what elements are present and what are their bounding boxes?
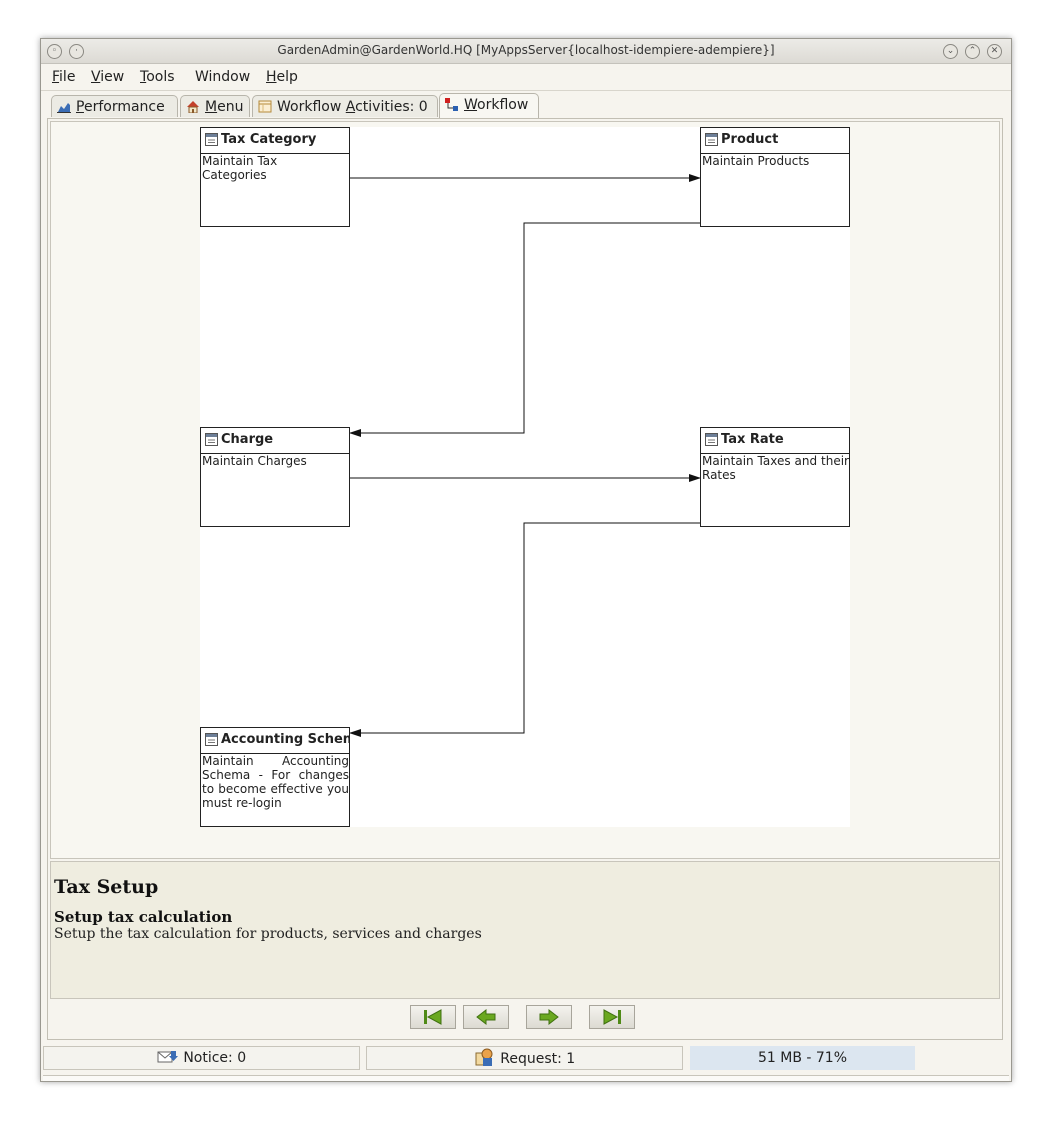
menu-tools[interactable]: Tools: [140, 69, 175, 85]
window-node-icon: [205, 733, 218, 746]
request-status[interactable]: Request: 1: [366, 1046, 683, 1070]
workflow-node-accounting-schema[interactable]: Accounting Schem Maintain Accounting Sch…: [200, 727, 350, 827]
menu-help[interactable]: Help: [266, 69, 298, 85]
workflow-node-tax-rate[interactable]: Tax Rate Maintain Taxes and their Rates: [700, 427, 850, 527]
window-node-icon: [205, 133, 218, 146]
node-description: Maintain Taxes and their Rates: [702, 454, 849, 482]
connector-product-to-charge: [349, 222, 700, 437]
first-icon: [424, 1009, 442, 1025]
maximize-icon[interactable]: ⌃: [965, 44, 980, 59]
workflow-subtitle: Setup tax calculation: [54, 908, 233, 926]
previous-button[interactable]: [463, 1005, 509, 1029]
node-description: Maintain Products: [702, 154, 810, 168]
home-icon: [187, 101, 199, 113]
last-button[interactable]: [589, 1005, 635, 1029]
bottom-strip: [43, 1075, 1009, 1081]
tab-workflow-activities[interactable]: Workflow Activities: 0: [252, 95, 438, 117]
menu-view[interactable]: View: [91, 69, 125, 85]
node-title: Accounting Schem: [221, 732, 349, 747]
next-button[interactable]: [526, 1005, 572, 1029]
previous-icon: [476, 1008, 496, 1026]
node-title: Product: [721, 132, 779, 147]
workflow-canvas: Tax Category Maintain Tax Categories Pro…: [200, 127, 850, 827]
first-button[interactable]: [410, 1005, 456, 1029]
workflow-diagram-area: Tax Category Maintain Tax Categories Pro…: [50, 121, 1000, 859]
sticky-icon[interactable]: ·: [69, 44, 84, 59]
window-node-icon: [705, 133, 718, 146]
node-description: Maintain Tax Categories: [202, 154, 278, 182]
node-title: Tax Category: [221, 132, 317, 147]
notice-status[interactable]: Notice: 0: [43, 1046, 360, 1070]
workflow-icon: [445, 98, 458, 111]
status-bar: Notice: 0 Request: 1 51 MB - 71%: [41, 1043, 1011, 1071]
node-title: Tax Rate: [721, 432, 784, 447]
app-window: ◦ · GardenAdmin@GardenWorld.HQ [MyAppsSe…: [40, 38, 1012, 1082]
workflow-node-tax-category[interactable]: Tax Category Maintain Tax Categories: [200, 127, 350, 227]
mail-icon: [157, 1051, 178, 1063]
workflow-node-charge[interactable]: Charge Maintain Charges: [200, 427, 350, 527]
window-node-icon: [205, 433, 218, 446]
window-menu-icon[interactable]: ◦: [47, 44, 62, 59]
tab-menu[interactable]: Menu: [180, 95, 250, 117]
connector-tax-rate-to-accounting-schema: [349, 522, 700, 737]
menu-window[interactable]: Window: [195, 69, 251, 85]
close-icon[interactable]: ✕: [987, 44, 1002, 59]
next-icon: [539, 1008, 559, 1026]
node-description: Maintain Accounting Schema - For changes…: [202, 754, 349, 810]
tab-workflow[interactable]: Workflow: [439, 93, 539, 118]
last-icon: [603, 1009, 621, 1025]
tab-bar: Performance Menu Workflow Activities: 0 …: [41, 92, 1011, 118]
workflow-title: Tax Setup: [54, 876, 159, 898]
node-title: Charge: [221, 432, 274, 447]
workflow-description: Setup the tax calculation for products, …: [54, 926, 482, 942]
request-icon: [475, 1048, 493, 1066]
memory-status[interactable]: 51 MB - 71%: [690, 1046, 915, 1070]
node-description: Maintain Charges: [202, 454, 307, 468]
window-node-icon: [705, 433, 718, 446]
menu-bar: File View Tools Window Help: [41, 64, 1011, 91]
window-title: GardenAdmin@GardenWorld.HQ [MyAppsServer…: [277, 43, 775, 57]
workflow-node-product[interactable]: Product Maintain Products: [700, 127, 850, 227]
workflow-panel: Tax Category Maintain Tax Categories Pro…: [47, 118, 1003, 1040]
workflow-connectors: [349, 174, 701, 737]
performance-chart-icon: [57, 103, 71, 113]
workflow-navigation: [48, 999, 1002, 1037]
menu-file[interactable]: File: [52, 69, 76, 85]
tab-performance[interactable]: Performance: [51, 95, 178, 117]
title-bar[interactable]: ◦ · GardenAdmin@GardenWorld.HQ [MyAppsSe…: [41, 39, 1011, 64]
workflow-info-panel: Tax Setup Setup tax calculation Setup th…: [50, 861, 1000, 999]
minimize-icon[interactable]: ⌄: [943, 44, 958, 59]
calendar-icon: [258, 100, 272, 113]
